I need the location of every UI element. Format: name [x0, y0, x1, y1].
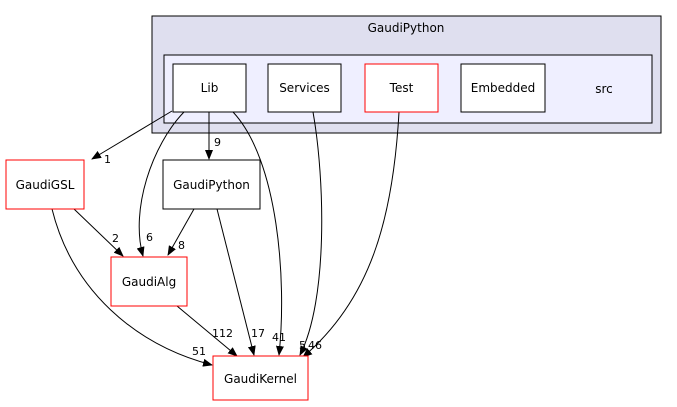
edge-lib-gaudialg-line [136, 111, 185, 257]
edge-lib-gaudigsl[interactable]: 1 [91, 110, 173, 166]
edge-lib-gaudialg-label: 6 [146, 231, 153, 244]
node-lib-box [172, 63, 247, 113]
node-services-box [267, 63, 342, 113]
edge-gaudigsl-gaudikernel-line [51, 208, 213, 367]
node-services-label: Services [279, 81, 330, 95]
edge-gaudigsl-gaudialg[interactable]: 2 [73, 208, 124, 257]
edge-lib-gaudikernel[interactable]: 41 [232, 111, 286, 356]
edge-lib-gaudigsl-line [91, 110, 173, 160]
edge-lib-gaudipython[interactable]: 9 [205, 112, 221, 160]
edge-lib-gaudikernel-line [232, 111, 284, 356]
edge-test-gaudikernel-line [302, 111, 400, 358]
node-embedded-label: Embedded [471, 81, 536, 95]
edge-test-gaudikernel-label: 46 [308, 339, 322, 352]
cluster-gaudipython-label: GaudiPython [368, 21, 445, 35]
node-gaudipython[interactable]: GaudiPython [162, 159, 261, 210]
node-gaudialg-box [110, 256, 188, 307]
edge-gaudipython-gaudialg-line [167, 208, 195, 256]
nodes: Lib Services Test Embedded GaudiGSL Gaud… [5, 63, 546, 401]
node-gaudigsl[interactable]: GaudiGSL [5, 159, 85, 210]
node-embedded[interactable]: Embedded [460, 63, 546, 113]
edge-gaudipython-gaudikernel[interactable]: 17 [216, 208, 265, 356]
edge-gaudigsl-gaudialg-line [73, 208, 124, 257]
node-services[interactable]: Services [267, 63, 342, 113]
node-gaudipython-label: GaudiPython [173, 178, 250, 192]
edge-lib-gaudialg[interactable]: 6 [136, 111, 185, 257]
edge-lib-gaudikernel-label: 41 [272, 331, 286, 344]
node-gaudikernel[interactable]: GaudiKernel [212, 355, 309, 401]
edge-services-gaudikernel[interactable]: 5 [299, 111, 323, 356]
edge-gaudialg-gaudikernel[interactable]: 112 [176, 305, 238, 357]
node-embedded-box [460, 63, 546, 113]
node-lib[interactable]: Lib [172, 63, 247, 113]
edge-gaudigsl-gaudikernel-label: 51 [192, 345, 206, 358]
edge-test-gaudikernel[interactable]: 46 [302, 111, 400, 358]
edge-gaudipython-gaudikernel-label: 17 [251, 327, 265, 340]
edge-gaudipython-gaudialg-label: 8 [178, 239, 185, 252]
edge-lib-gaudigsl-label: 1 [104, 153, 111, 166]
node-gaudigsl-label: GaudiGSL [16, 178, 75, 192]
node-test[interactable]: Test [364, 63, 439, 113]
node-gaudikernel-label: GaudiKernel [224, 372, 297, 386]
edge-gaudipython-gaudikernel-line [216, 208, 256, 356]
node-lib-label: Lib [201, 81, 219, 95]
edge-gaudialg-gaudikernel-label: 112 [212, 327, 233, 340]
node-test-box [364, 63, 439, 113]
node-gaudialg[interactable]: GaudiAlg [110, 256, 188, 307]
edge-gaudialg-gaudikernel-line [176, 305, 238, 357]
edge-services-gaudikernel-line [299, 111, 323, 356]
node-test-label: Test [389, 81, 414, 95]
node-gaudipython-box [162, 159, 261, 210]
node-gaudikernel-box [212, 355, 309, 401]
edge-lib-gaudipython-label: 9 [214, 136, 221, 149]
edge-gaudigsl-gaudialg-label: 2 [112, 232, 119, 245]
node-gaudialg-label: GaudiAlg [122, 275, 176, 289]
node-gaudigsl-box [5, 159, 85, 210]
edges: 1 9 6 41 5 46 2 [51, 110, 400, 367]
edge-gaudigsl-gaudikernel[interactable]: 51 [51, 208, 213, 367]
edge-services-gaudikernel-label: 5 [299, 339, 306, 352]
edge-gaudipython-gaudialg[interactable]: 8 [167, 208, 195, 256]
cluster-src-label: src [595, 82, 613, 96]
